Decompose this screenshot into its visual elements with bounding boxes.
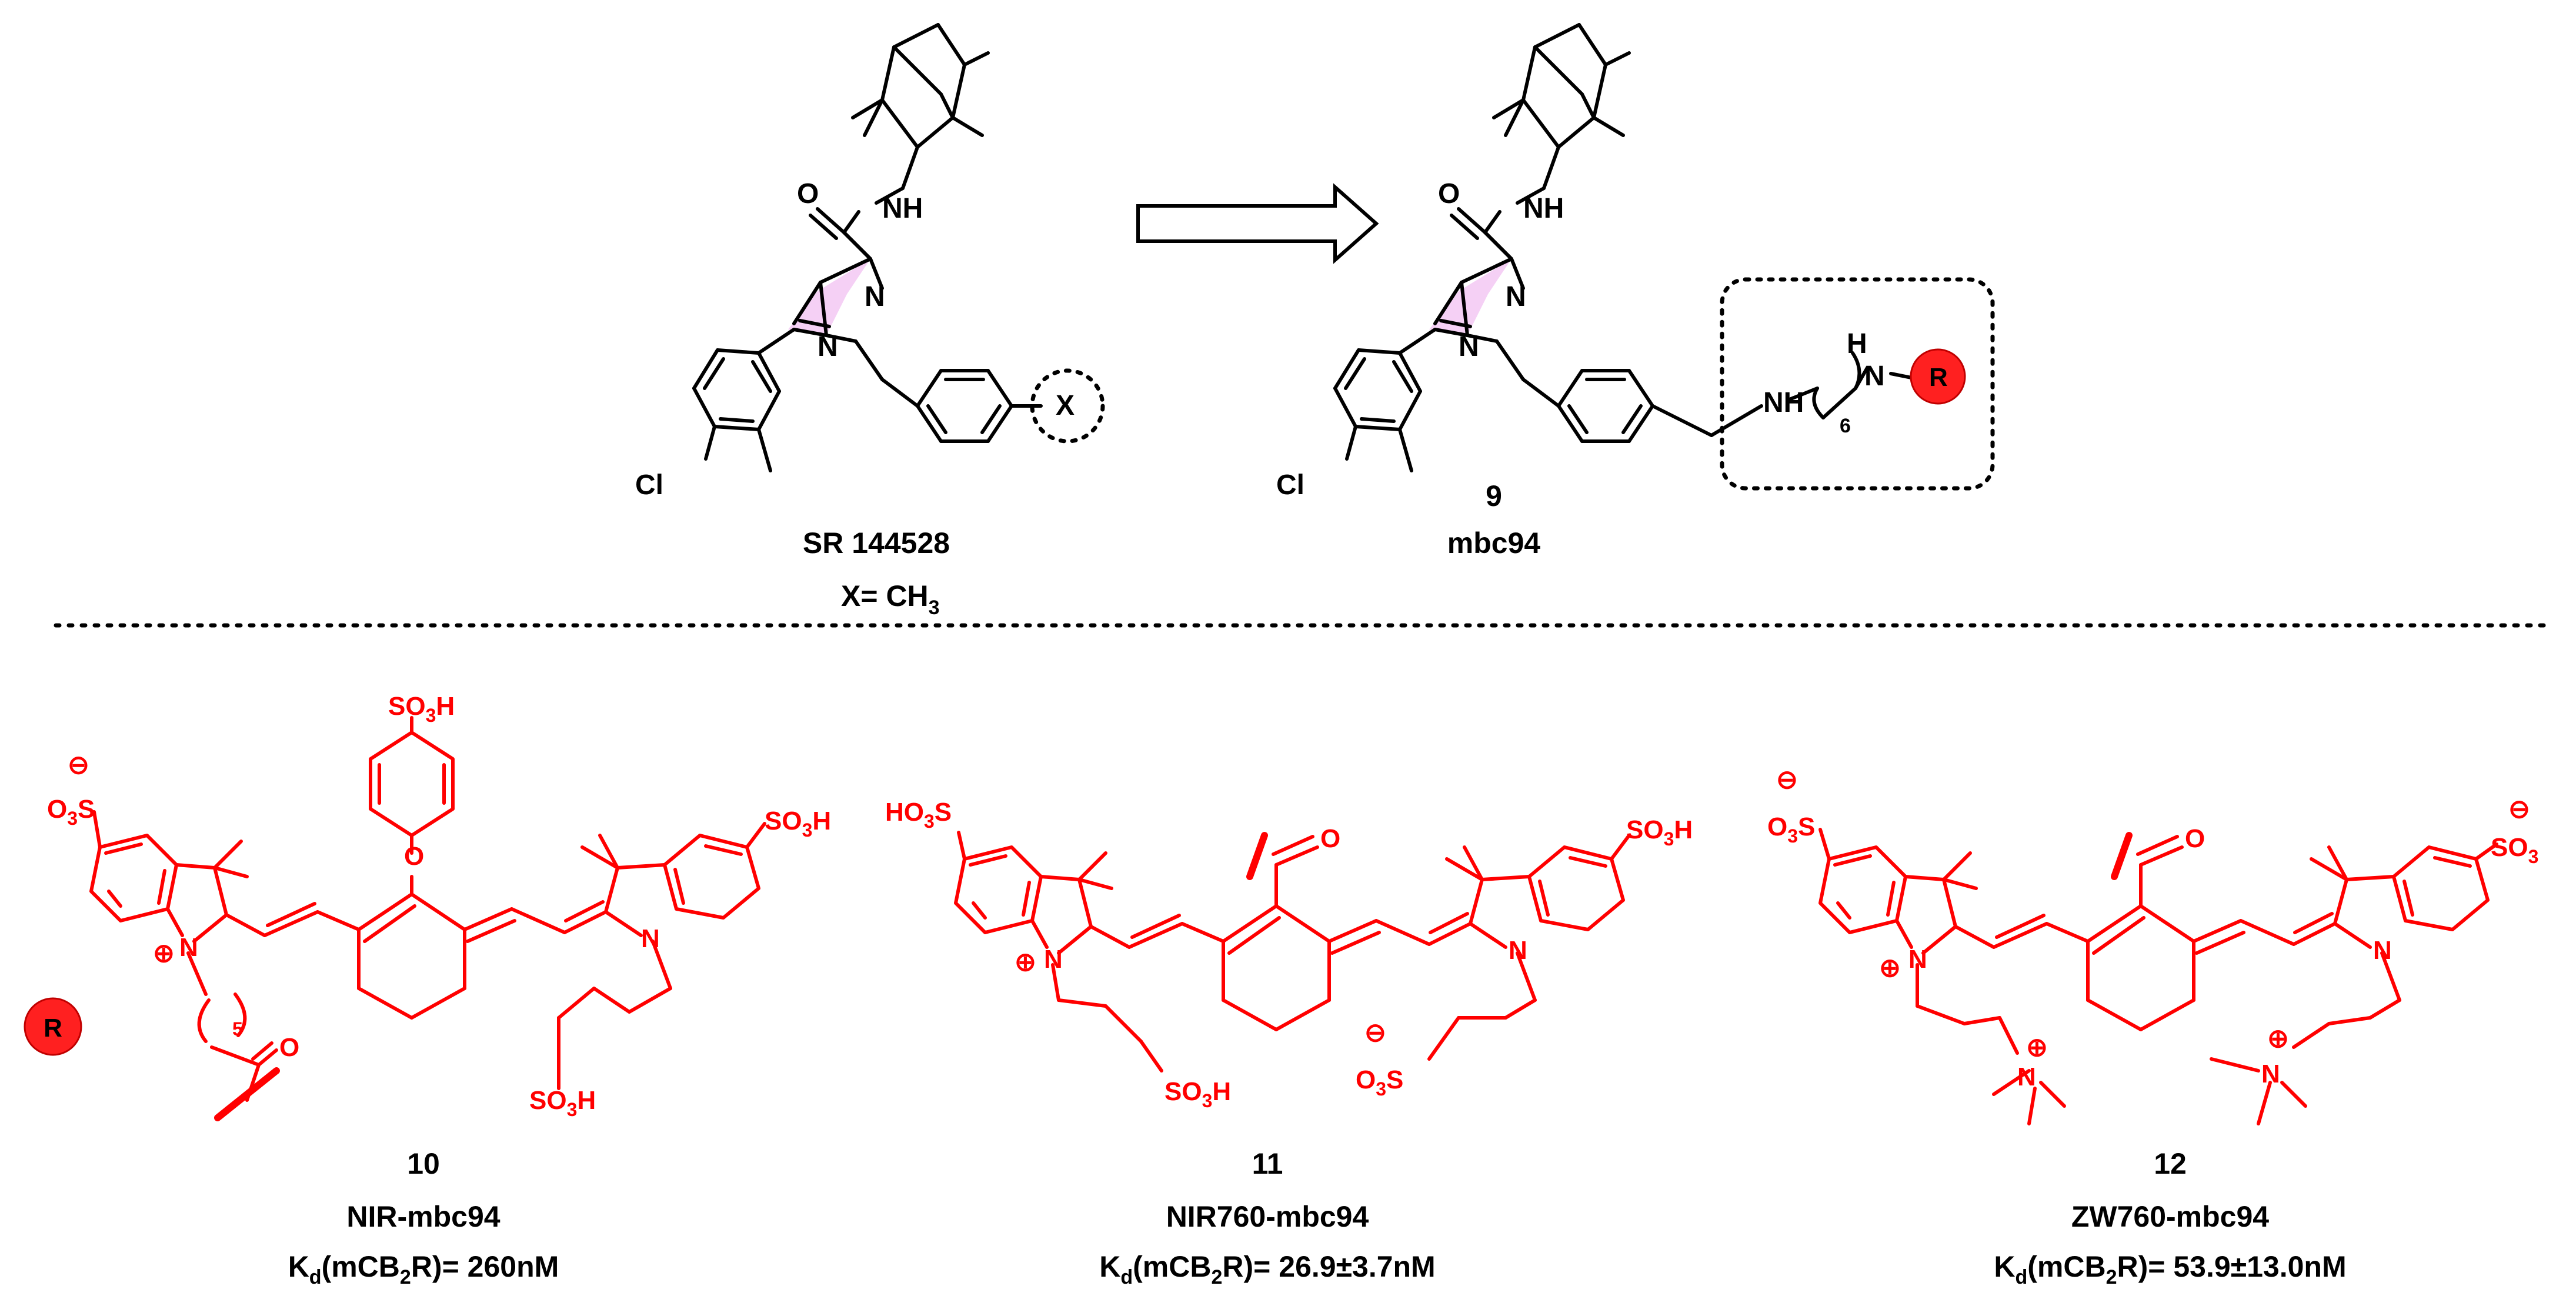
parent-molecule (692, 23, 1105, 472)
svg-text:N: N (2373, 936, 2392, 965)
svg-text:N: N (1509, 936, 1527, 965)
svg-text:⊖: ⊖ (1776, 765, 1798, 794)
svg-text:O: O (404, 842, 424, 871)
dye-11-name: NIR760-mbc94 (1166, 1200, 1369, 1233)
parent-x-def: X= CH3 (841, 579, 940, 619)
parent-name: SR 144528 (803, 527, 950, 559)
parent-x-label: X (1056, 390, 1075, 421)
dye-12-number: 12 (2154, 1147, 2187, 1180)
svg-text:SO3H: SO3H (388, 692, 455, 726)
svg-text:SO3H: SO3H (529, 1086, 596, 1120)
dye-10-kd: Kd(mCB2R)= 260nM (288, 1250, 559, 1288)
parent-bicyclic (851, 23, 990, 190)
svg-text:O: O (2185, 824, 2205, 853)
svg-text:O3S: O3S (1767, 812, 1815, 847)
derivative-cl-label: Cl (1276, 469, 1304, 501)
derivative-n2-label: N (1506, 281, 1526, 312)
svg-text:O: O (1320, 824, 1340, 853)
svg-text:N: N (641, 924, 660, 953)
derivative-r-label: R (1929, 363, 1948, 392)
svg-text:N: N (1044, 945, 1063, 974)
dye-12: ⊖ O3S ⊖ SO3 N ⊕ N N ⊕ N ⊕ O 12 ZW760-mbc… (1767, 765, 2538, 1288)
derivative-n-top-label: N (1864, 361, 1885, 392)
parent-pyrazole (788, 259, 870, 335)
derivative-chain-count: 6 (1840, 415, 1851, 437)
derivative-bicyclic (1492, 23, 1631, 190)
svg-text:N: N (179, 933, 198, 962)
derivative-pyrazole (1429, 259, 1511, 335)
svg-text:5: 5 (232, 1018, 243, 1040)
svg-text:⊕: ⊕ (2026, 1033, 2048, 1062)
parent-chlorophenyl (692, 348, 781, 472)
derivative-n1-label: N (1459, 331, 1479, 362)
parent-cl-label: Cl (635, 469, 663, 501)
derivative-h-top-label: H (1847, 328, 1867, 359)
svg-text:⊕: ⊕ (2267, 1024, 2289, 1053)
svg-text:⊖: ⊖ (68, 751, 89, 780)
dye-11-kd: Kd(mCB2R)= 26.9±3.7nM (1099, 1250, 1435, 1288)
derivative-chlorophenyl (1333, 348, 1422, 472)
parent-x-dotted-circle (1030, 368, 1105, 444)
dye-12-kd: Kd(mCB2R)= 53.9±13.0nM (1994, 1250, 2346, 1288)
svg-text:SO3H: SO3H (765, 807, 831, 841)
svg-text:⊖: ⊖ (1364, 1018, 1386, 1047)
svg-text:⊕: ⊕ (1015, 948, 1036, 977)
svg-text:SO3H: SO3H (1164, 1077, 1231, 1111)
svg-text:O: O (279, 1033, 299, 1062)
dye-12-name: ZW760-mbc94 (2071, 1200, 2269, 1233)
derivative-o-label: O (1438, 178, 1460, 209)
derivative-nh-label: NH (1523, 193, 1564, 224)
derivative-linker-dotted-box (1720, 277, 1995, 491)
svg-text:⊕: ⊕ (153, 939, 175, 968)
svg-text:O3S: O3S (47, 795, 95, 829)
svg-text:SO3: SO3 (2491, 833, 2538, 867)
svg-text:N: N (2017, 1062, 2036, 1091)
svg-text:⊕: ⊕ (1879, 954, 1901, 982)
dye-10-name: NIR-mbc94 (346, 1200, 500, 1233)
derivative-name: mbc94 (1447, 527, 1541, 559)
derivative-nh-mid-label: NH (1763, 387, 1804, 418)
parent-labels: O NH N N Cl X SR 144528 X= CH3 (635, 178, 1075, 619)
dye-10: ⊖ O3S SO3H O SO3H SO3H N N ⊕ O 5 10 NIR-… (47, 692, 831, 1288)
derivative-number: 9 (1486, 479, 1502, 512)
dye-10-number: 10 (407, 1147, 440, 1180)
parent-nh-label: NH (882, 193, 923, 224)
r-legend: R (24, 997, 82, 1056)
transformation-arrow (1136, 183, 1379, 264)
parent-o-label: O (797, 178, 819, 209)
svg-text:N: N (1908, 945, 1927, 974)
derivative-benzyl-ring (1557, 369, 1654, 443)
svg-text:HO3S: HO3S (885, 798, 952, 832)
svg-text:⊖: ⊖ (2508, 795, 2530, 824)
derivative-r-ball (1910, 348, 1966, 405)
dye-11: HO3S SO3H SO3H O3S ⊖ N ⊕ N O 11 NIR760-m… (885, 798, 1693, 1288)
svg-text:N: N (2261, 1060, 2280, 1088)
parent-n1-label: N (817, 331, 838, 362)
dye-11-number: 11 (1252, 1147, 1283, 1180)
parent-benzyl-ring (916, 369, 1043, 443)
svg-text:SO3H: SO3H (1626, 815, 1693, 850)
derivative-labels: O NH N N Cl NH H N 6 R 9 mbc94 (1276, 178, 1948, 559)
svg-text:R: R (44, 1014, 62, 1042)
svg-text:O3S: O3S (1356, 1065, 1403, 1100)
derivative-molecule (1333, 23, 1995, 491)
parent-n2-label: N (865, 281, 885, 312)
